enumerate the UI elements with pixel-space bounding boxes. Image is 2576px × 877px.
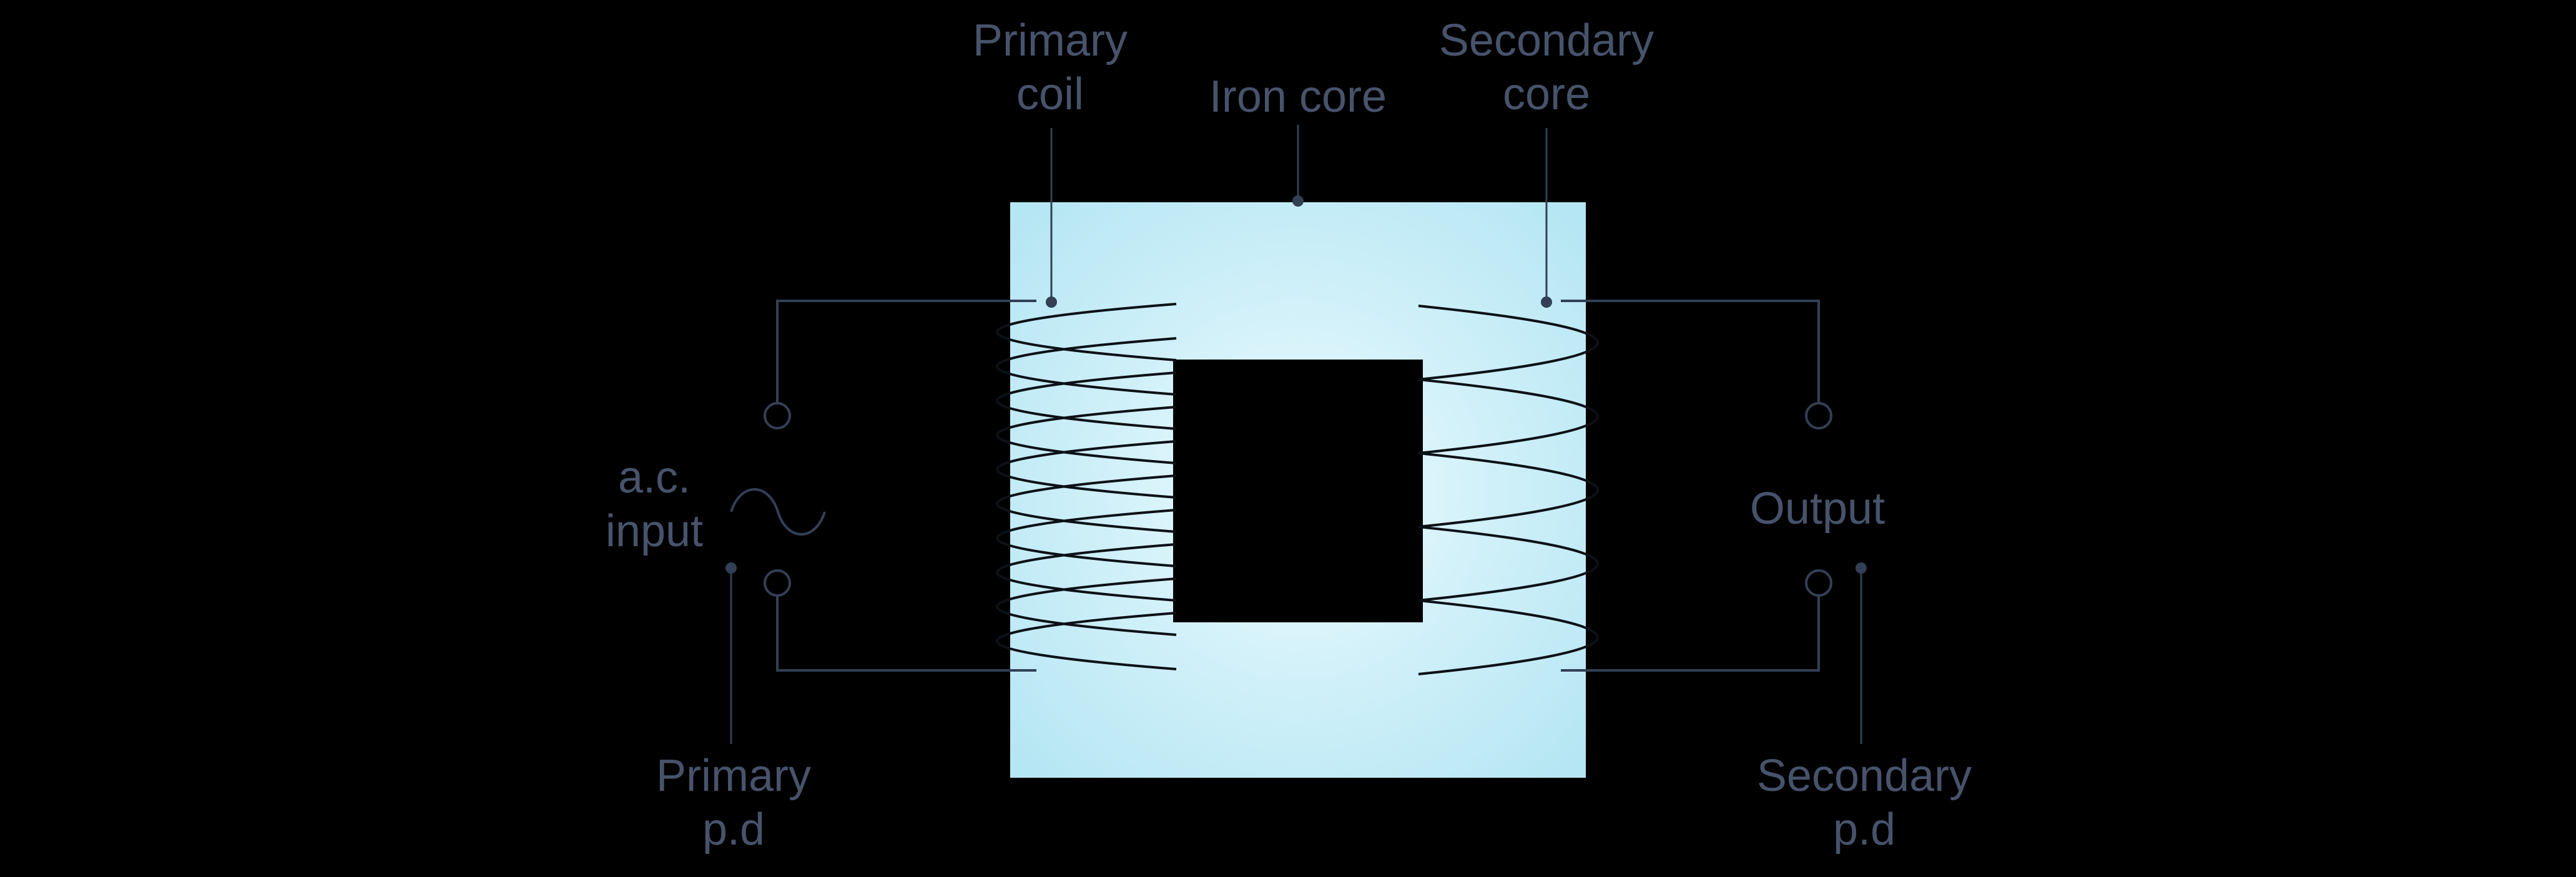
iron-core-label: Iron core bbox=[1209, 72, 1387, 122]
primary-pd-label: Primary p.d bbox=[656, 751, 811, 855]
secondary-pd-leader-dot bbox=[1856, 562, 1867, 574]
leader-lines bbox=[725, 125, 1867, 744]
ac-source-icon bbox=[730, 488, 826, 536]
primary-bottom-wire bbox=[776, 595, 1036, 672]
primary-coil-turn bbox=[996, 337, 1177, 396]
secondary-coil-turn bbox=[1418, 378, 1599, 454]
primary-coil-turn bbox=[996, 509, 1177, 567]
primary-coil-turn bbox=[996, 612, 1177, 670]
primary-coil-turn bbox=[996, 474, 1177, 533]
ac-input-label: a.c. input bbox=[605, 453, 704, 556]
primary-coil bbox=[996, 303, 1177, 670]
circuit-wires bbox=[730, 300, 1820, 672]
primary-top-wire bbox=[776, 300, 1036, 403]
primary-coil-turn bbox=[996, 577, 1177, 636]
secondary-coil-turn bbox=[1418, 599, 1599, 675]
output-label: Output bbox=[1749, 484, 1885, 534]
primary-pd-leader-dot bbox=[725, 562, 737, 574]
primary-coil-turn bbox=[996, 406, 1177, 464]
secondary-coil-turn bbox=[1418, 526, 1599, 602]
secondary-core-leader-dot bbox=[1541, 296, 1552, 308]
secondary-top-wire bbox=[1561, 300, 1820, 403]
primary-coil-turn bbox=[996, 543, 1177, 602]
primary-coil-leader-dot bbox=[1046, 296, 1057, 308]
secondary-coil-turn bbox=[1418, 305, 1599, 381]
secondary-core-label: Secondary core bbox=[1438, 16, 1654, 119]
primary-coil-turn bbox=[996, 303, 1177, 361]
secondary-coil bbox=[1418, 305, 1599, 675]
ac-terminal-bottom bbox=[764, 569, 791, 597]
core-window bbox=[1173, 360, 1423, 622]
primary-coil-turn bbox=[996, 371, 1177, 430]
primary-coil-label: Primary coil bbox=[973, 16, 1128, 119]
output-terminal-top bbox=[1805, 402, 1832, 429]
ac-terminal-top bbox=[764, 402, 791, 429]
output-terminal-bottom bbox=[1805, 569, 1832, 597]
secondary-bottom-wire bbox=[1561, 595, 1820, 672]
secondary-coil-turn bbox=[1418, 452, 1599, 528]
secondary-pd-label: Secondary p.d bbox=[1756, 751, 1972, 855]
primary-coil-turn bbox=[996, 440, 1177, 499]
iron-core-leader-dot bbox=[1292, 195, 1304, 207]
